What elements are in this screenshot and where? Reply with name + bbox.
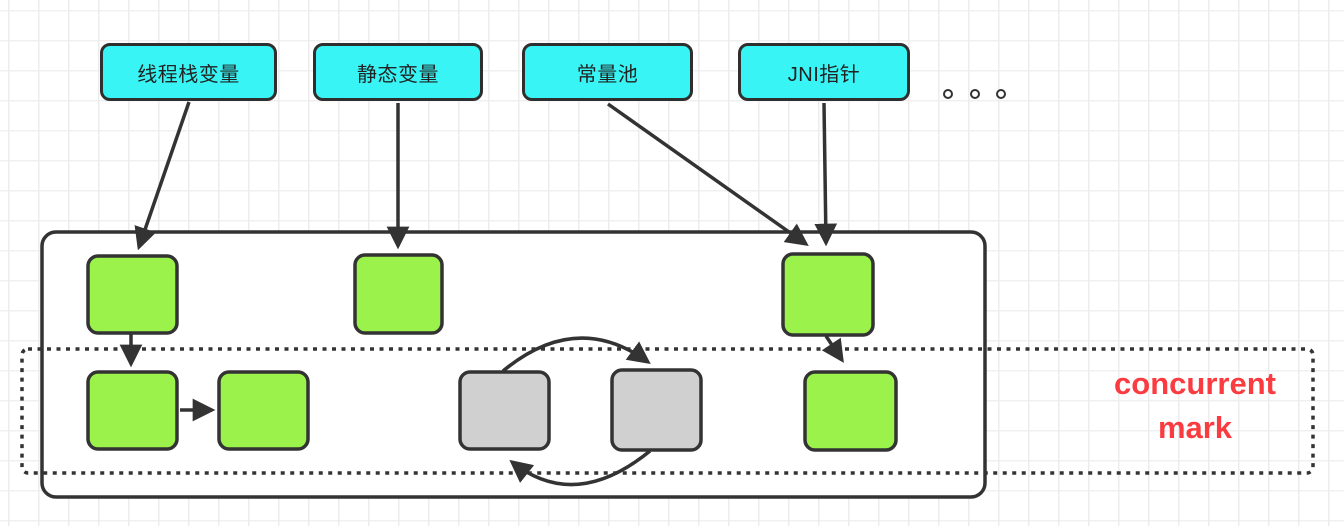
arrow-jni-pointer-to-object bbox=[814, 102, 838, 247]
concurrent-mark-label: concurrent mark bbox=[1050, 362, 1340, 450]
concurrent-mark-label-line1: concurrent bbox=[1114, 366, 1276, 401]
concurrent-mark-label-line2: mark bbox=[1157, 410, 1233, 445]
more-roots-dot-1 bbox=[943, 89, 953, 99]
cycle-arc-top bbox=[501, 336, 651, 373]
root-node-label: JNI指针 bbox=[787, 63, 861, 86]
reachable-object-1 bbox=[86, 254, 179, 335]
reachable-object-4 bbox=[86, 370, 179, 451]
root-node-static-variable: 静态变量 bbox=[313, 43, 483, 101]
reachable-object-5 bbox=[217, 370, 310, 451]
concurrent-mark-region bbox=[20, 347, 1315, 475]
more-roots-dot-2 bbox=[970, 89, 980, 99]
unreachable-cycle-object-2 bbox=[610, 368, 703, 452]
root-node-jni-pointer: JNI指针 bbox=[738, 43, 910, 101]
unreachable-cycle-object-1 bbox=[458, 370, 551, 451]
root-node-constant-pool: 常量池 bbox=[522, 43, 693, 101]
arrow-constant-pool-to-object bbox=[606, 102, 809, 246]
reachable-object-2 bbox=[353, 253, 444, 335]
cycle-arc-bottom bbox=[509, 449, 652, 487]
root-node-label: 静态变量 bbox=[357, 63, 439, 86]
arrow-object-down-right bbox=[821, 335, 844, 363]
reachable-object-6 bbox=[803, 370, 898, 452]
reachable-object-3 bbox=[781, 252, 875, 337]
root-node-thread-stack-variable: 线程栈变量 bbox=[100, 43, 277, 101]
more-roots-dot-3 bbox=[996, 89, 1006, 99]
arrow-thread-stack-to-object bbox=[134, 101, 191, 251]
root-node-label: 线程栈变量 bbox=[137, 63, 240, 86]
root-node-label: 常量池 bbox=[576, 63, 639, 86]
